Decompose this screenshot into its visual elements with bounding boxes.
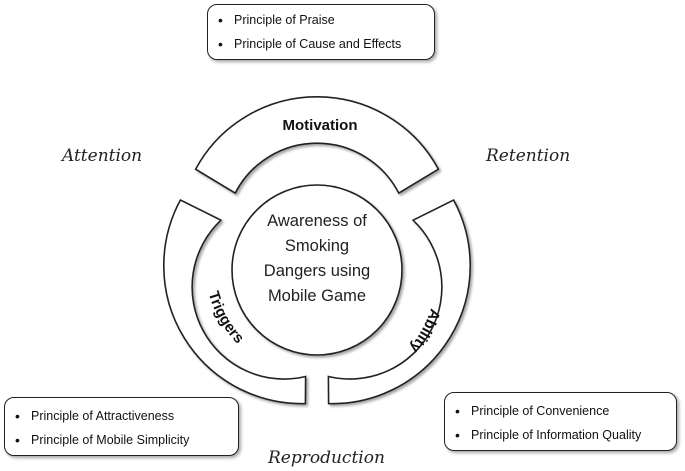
center-text-line-4: Mobile Game [268, 287, 366, 305]
center-text-line-1: Awareness of [267, 212, 367, 230]
center-text-line-3: Dangers using [264, 262, 370, 280]
center-circle [231, 184, 403, 356]
triggers-principles-box: Principle of Attractiveness Principle of… [4, 397, 239, 456]
attention-label: Attention [62, 146, 143, 166]
list-item: Principle of Information Quality [445, 423, 676, 447]
list-item: Principle of Attractiveness [5, 404, 238, 428]
center-text-line-2: Smoking [285, 237, 349, 255]
retention-label: Retention [486, 146, 571, 166]
list-item: Principle of Mobile Simplicity [5, 428, 238, 452]
list-item: Principle of Cause and Effects [208, 32, 434, 56]
ability-segment [327, 198, 472, 405]
motivation-label: Motivation [283, 117, 358, 134]
motivation-principles-list: Principle of Praise Principle of Cause a… [208, 8, 434, 56]
reproduction-label: Reproduction [268, 448, 385, 468]
list-item: Principle of Convenience [445, 399, 676, 423]
ability-principles-box: Principle of Convenience Principle of In… [444, 392, 677, 451]
triggers-principles-list: Principle of Attractiveness Principle of… [5, 404, 238, 452]
motivation-segment [194, 96, 440, 195]
triggers-segment [162, 198, 307, 405]
motivation-principles-box: Principle of Praise Principle of Cause a… [207, 4, 435, 60]
ability-principles-list: Principle of Convenience Principle of In… [445, 399, 676, 447]
list-item: Principle of Praise [208, 8, 434, 32]
